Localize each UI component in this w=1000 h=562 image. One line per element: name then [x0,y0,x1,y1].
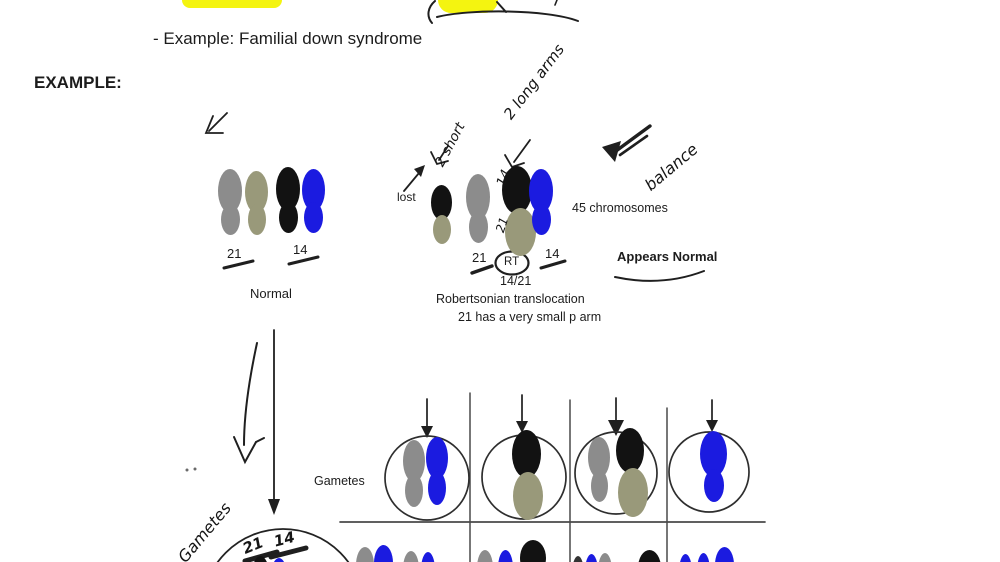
lost-fragment-chromosome [431,185,452,244]
gamete2-translocated-chromosome [509,430,543,520]
normal-caption: Normal [250,286,292,301]
rt-14-arrow-icon [504,139,531,169]
chromosome-arm [618,468,648,517]
rt-caption-line1: Robertsonian translocation [436,292,585,306]
partial-chromosome [421,552,435,562]
chromosome-arm [426,437,448,479]
short-arms-arrow-icon [430,145,449,166]
chromosome-arm [505,208,536,256]
gamete4-chromosome-14 [700,431,727,502]
chromosome-arm [405,474,423,507]
balance-arrow-icon [602,124,652,162]
chromosome-21-olive [245,171,268,235]
paren-mark-icon [427,0,558,24]
chromosome-arm [278,202,298,233]
partial-chromosome [598,553,612,562]
rt-badge: RT [504,256,520,268]
normal-label-14: 14 [293,242,308,257]
chromosome-arm [616,428,644,473]
chromosome-arm [513,472,543,520]
partial-chromosome [271,558,287,562]
chromosome-arm [432,215,451,244]
chromosome-arm [588,437,610,478]
rt-translocated-chromosome [497,166,536,256]
highlight-mark [438,0,498,13]
chromosome-arm [531,204,551,235]
chromosome-arm [703,469,724,502]
chromosome-arm [468,211,488,243]
gamete-arrow-heads [421,420,718,438]
partial-chromosome [585,554,598,562]
gamete3-translocated-chromosome [612,428,648,517]
partial-chromosome [679,554,692,562]
partial-chromosome [252,556,269,562]
curved-arrow-icon [233,342,265,465]
chromosome-arm [501,166,532,214]
partial-chromosome [715,547,734,562]
partial-chromosome [477,550,493,562]
gamete1-chromosome-14 [426,437,448,505]
appears-normal: Appears Normal [617,249,718,264]
chromosome-14-blue [302,169,325,233]
chromosome-arm [590,470,608,502]
rt-caption-line2: 21 has a very small p arm [458,310,602,324]
rt-chromosome-21-gray [466,174,490,243]
rt-chromosome-14-blue [529,169,553,235]
chromosome-arm [403,440,425,482]
chromosome-arm [247,204,266,235]
partial-chromosome [498,550,513,562]
partial-chromosome [356,547,374,562]
chromosome-arm [220,204,240,235]
lost-arrow-icon [403,165,425,192]
grid-lines [339,392,766,562]
rt-label-21: 21 [472,250,487,265]
normal-label-21: 21 [227,246,242,261]
parent-cell-circle [216,528,350,562]
chromosome-21-gray [218,169,242,235]
partial-chromosome [374,545,393,562]
gametes-row-label: Gametes [314,474,365,488]
example-heading: EXAMPLE: [34,73,122,92]
chromosome-arm [245,171,268,213]
gamete3-chromosome-21 [588,437,610,502]
chromosome-arm [511,430,541,478]
label-underline [222,255,567,275]
example-line: - Example: Familial down syndrome [153,29,423,48]
top-curve-stroke [436,10,579,22]
partial-chromosome [572,556,584,562]
chromosome-14-black [276,167,300,233]
chromosome-count: 45 chromosomes [572,201,668,215]
partial-chromosome [520,540,546,562]
appears-normal-underline [614,270,705,282]
arrow-down-left-icon [204,112,228,134]
partial-chromosome [638,550,661,562]
chromosome-arm [304,202,323,233]
partial-chromosome [697,553,710,562]
partial-chromosome [403,551,419,562]
rt-fusion-name: 14/21 [500,274,532,288]
chromosome-arm [428,471,446,505]
chromosome-arm [302,169,325,211]
gamete1-chromosome-21 [403,440,425,507]
highlight-mark [182,0,282,8]
gamete-arrow-icon [426,394,713,429]
lost-label: lost [397,190,416,204]
pen-dots [185,467,197,472]
rt-label-14: 14 [545,246,560,261]
chromosome-arm [431,185,452,220]
arrow-down-long-icon [268,329,280,515]
